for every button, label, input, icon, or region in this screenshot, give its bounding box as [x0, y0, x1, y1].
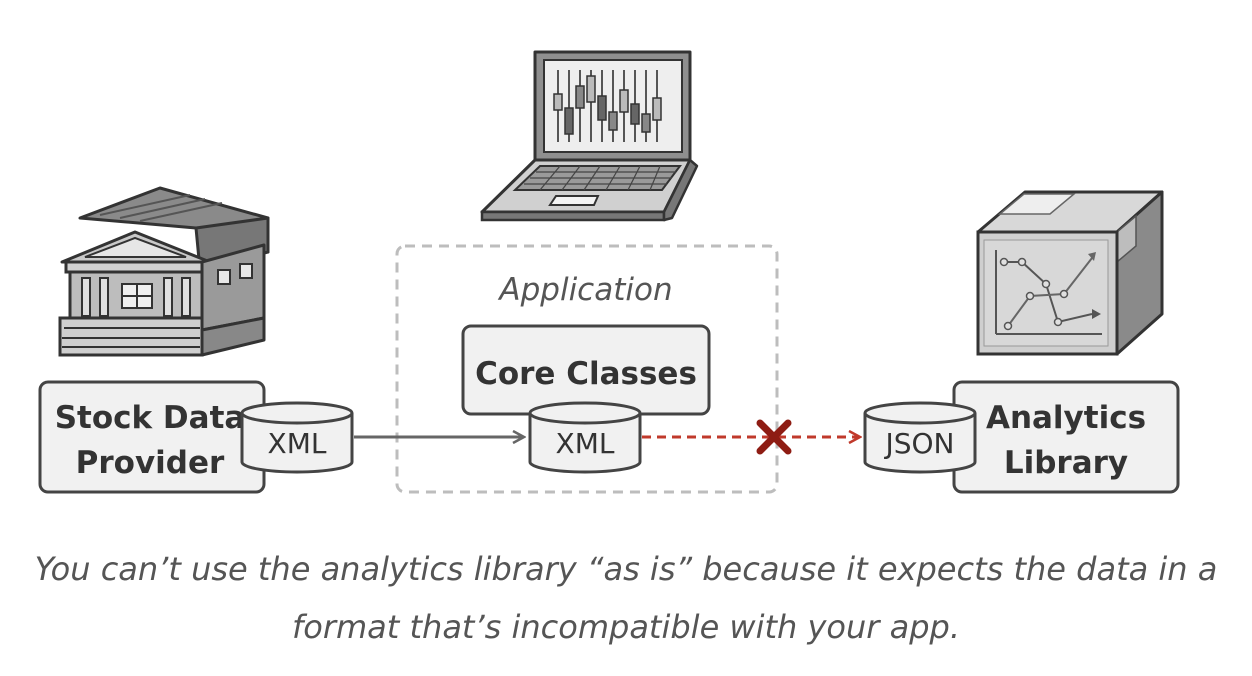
application-xml-database-icon: [528, 401, 642, 474]
laptop-icon: [480, 50, 699, 222]
stock-provider-format-label: XML: [268, 427, 327, 460]
incompatible-x-icon: [756, 419, 792, 455]
analytics-package-icon: [976, 190, 1164, 356]
analytics-library-label-line1: Analytics: [986, 400, 1146, 436]
analytics-library-label-line2: Library: [1004, 445, 1128, 481]
caption-line-2: format that’s incompatible with your app…: [291, 608, 961, 646]
application-format-label: XML: [556, 427, 615, 460]
core-classes-label: Core Classes: [475, 356, 697, 392]
stock-provider-label-line2: Provider: [76, 445, 225, 481]
stock-provider-xml-database-icon: [240, 401, 354, 474]
analytics-json-database-icon: [863, 401, 977, 474]
stock-provider-label-line1: Stock Data: [55, 400, 246, 436]
caption-line-1: You can’t use the analytics library “as …: [34, 550, 1218, 588]
analytics-format-label: JSON: [883, 427, 954, 460]
application-label: Application: [497, 272, 672, 308]
diagram-caption: You can’t use the analytics library “as …: [0, 540, 1252, 656]
application-boundary: [395, 244, 779, 494]
bank-building-icon: [58, 186, 270, 357]
